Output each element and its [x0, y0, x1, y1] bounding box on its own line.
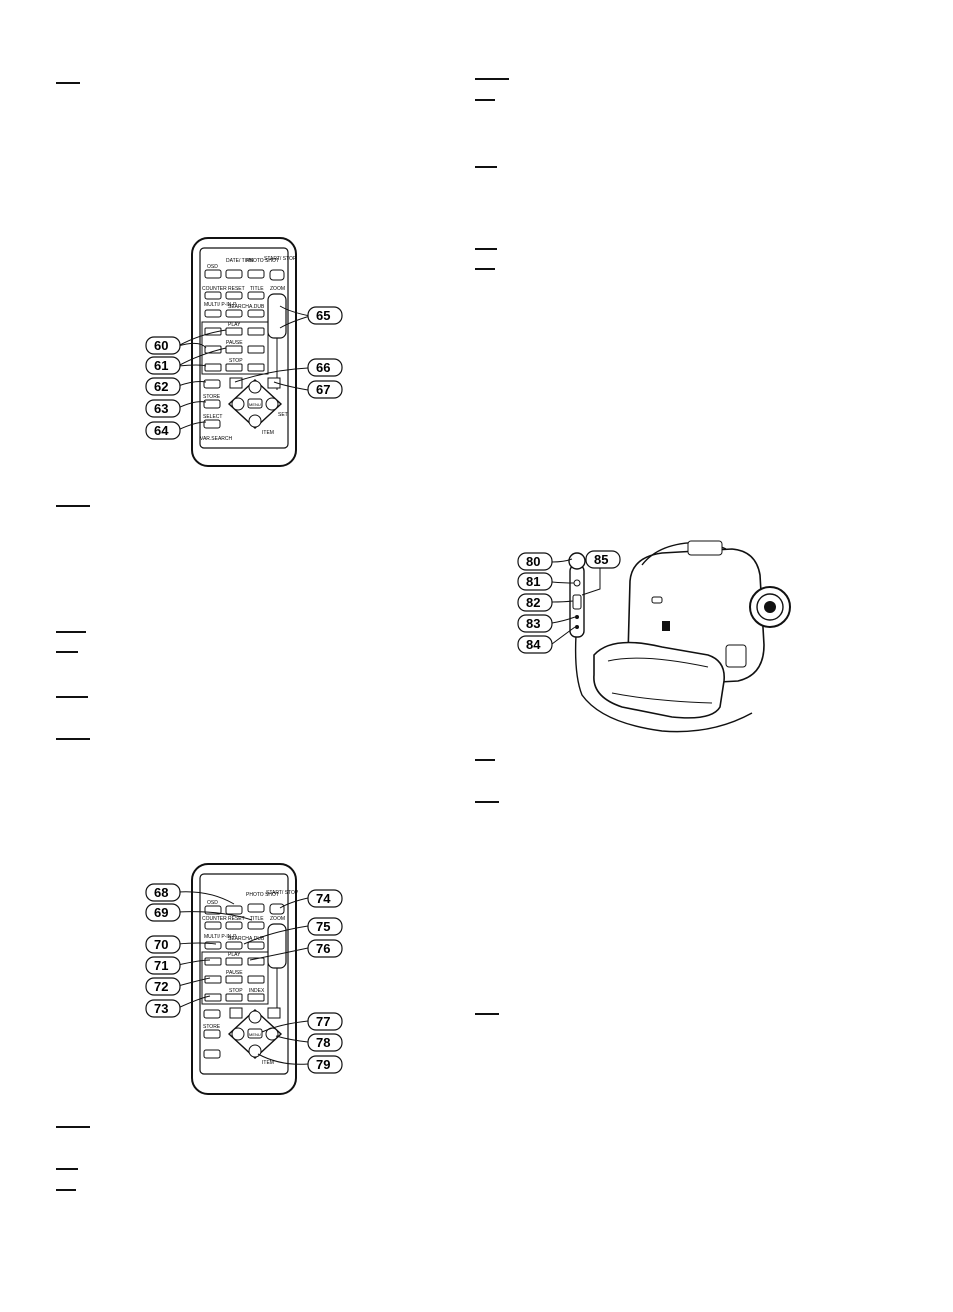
- callout-63: 63: [154, 401, 168, 416]
- ref-mark: [56, 505, 90, 507]
- btn-label-reset-2: RESET: [228, 916, 245, 922]
- btn-label-osd: OSD: [207, 264, 218, 270]
- ref-mark: [56, 1168, 78, 1170]
- ref-mark: [56, 651, 78, 653]
- ref-mark: [56, 1126, 90, 1128]
- callout-81: 81: [526, 574, 540, 589]
- btn-label-pause-2: PAUSE: [226, 970, 243, 976]
- ref-mark: [475, 1013, 499, 1015]
- callout-77: 77: [316, 1014, 330, 1029]
- ref-mark: [56, 696, 88, 698]
- btn-label-osd-2: OSD: [207, 900, 218, 906]
- callout-75: 75: [316, 919, 330, 934]
- btn-label-title-2: TITLE: [250, 916, 264, 922]
- callout-78: 78: [316, 1035, 330, 1050]
- callout-83: 83: [526, 616, 540, 631]
- btn-label-counter-2: COUNTER: [202, 916, 227, 922]
- callout-68: 68: [154, 885, 168, 900]
- ref-mark: [475, 268, 495, 270]
- callout-69: 69: [154, 905, 168, 920]
- btn-label-set: SET: [278, 412, 288, 418]
- btn-label-zoom: ZOOM: [270, 286, 285, 292]
- remote-control-figure-2: OSD PHOTO SHOT START/ STOP COUNTER RESET…: [145, 863, 343, 1095]
- btn-label-play-2: PLAY: [228, 952, 241, 958]
- callout-72: 72: [154, 979, 168, 994]
- ref-mark: [475, 99, 495, 101]
- ref-mark: [475, 248, 497, 250]
- ref-mark: [56, 82, 80, 84]
- callout-85: 85: [594, 552, 608, 567]
- btn-label-item: ITEM: [262, 430, 274, 436]
- callout-65: 65: [316, 308, 330, 323]
- btn-label-index-2: INDEX: [249, 988, 265, 994]
- btn-label-title: TITLE: [250, 286, 264, 292]
- btn-label-select: SELECT: [203, 414, 222, 420]
- callout-70: 70: [154, 937, 168, 952]
- btn-label-startstop: START/ STOP: [264, 256, 297, 262]
- callout-60: 60: [154, 338, 168, 353]
- btn-label-stop: STOP: [229, 358, 243, 364]
- btn-label-pause: PAUSE: [226, 340, 243, 346]
- btn-label-startstop-2: START/ STOP: [266, 890, 299, 896]
- btn-label-counter: COUNTER: [202, 286, 227, 292]
- remote-control-figure-1: OSD DATE/ TIME PHOTO SHOT START/ STOP CO…: [145, 237, 343, 467]
- callout-71: 71: [154, 958, 168, 973]
- camcorder-figure: 80 81 82 83 84 85: [517, 540, 791, 733]
- ref-mark: [475, 759, 495, 761]
- btn-label-play: PLAY: [228, 322, 241, 328]
- btn-label-multi: MULTI/ P-IN-P: [204, 302, 237, 308]
- ref-mark: [475, 78, 509, 80]
- btn-label-search-2: SEARCH: [228, 936, 249, 942]
- btn-label-stop-2: STOP: [229, 988, 243, 994]
- btn-label-store-2: STORE: [203, 1024, 221, 1030]
- callout-76: 76: [316, 941, 330, 956]
- callout-62: 62: [154, 379, 168, 394]
- btn-label-photoshot-2: PHOTO SHOT: [246, 892, 279, 898]
- callout-80: 80: [526, 554, 540, 569]
- btn-label-item-2: ITEM: [262, 1060, 274, 1066]
- callout-74: 74: [316, 891, 331, 906]
- btn-label-store: STORE: [203, 394, 221, 400]
- callout-79: 79: [316, 1057, 330, 1072]
- btn-label-zoom-2: ZOOM: [270, 916, 285, 922]
- btn-label-multi-2: MULTI/ P-IN-P: [204, 934, 237, 940]
- callout-67: 67: [316, 382, 330, 397]
- ref-mark: [475, 801, 499, 803]
- btn-label-reset: RESET: [228, 286, 245, 292]
- btn-label-menu-2: MENU: [249, 1032, 261, 1037]
- ref-mark: [56, 738, 90, 740]
- btn-label-menu: MENU: [249, 402, 261, 407]
- callout-73: 73: [154, 1001, 168, 1016]
- ref-mark: [475, 166, 497, 168]
- callout-84: 84: [526, 637, 541, 652]
- callout-64: 64: [154, 423, 169, 438]
- ref-mark: [56, 1189, 76, 1191]
- ref-mark: [56, 631, 86, 633]
- btn-label-datetime: DATE/ TIME: [226, 258, 254, 264]
- callout-82: 82: [526, 595, 540, 610]
- btn-label-photoshot: PHOTO SHOT: [246, 258, 279, 264]
- callout-66: 66: [316, 360, 330, 375]
- callout-61: 61: [154, 358, 168, 373]
- btn-label-adub: A.DUB: [249, 304, 265, 310]
- btn-label-varsearch: VAR.SEARCH: [200, 436, 233, 442]
- btn-label-search: SEARCH: [228, 304, 249, 310]
